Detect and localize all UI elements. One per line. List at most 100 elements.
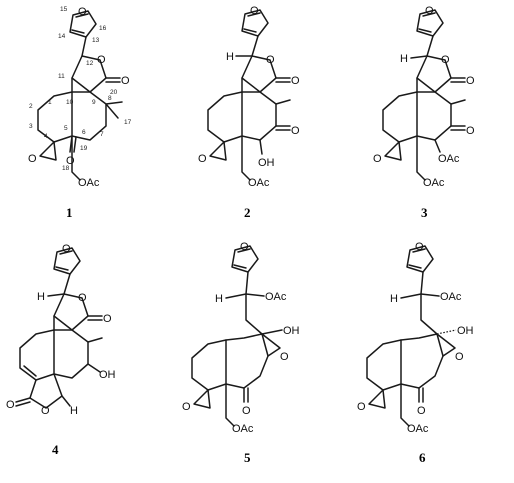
compound-label-3: 3 [421, 205, 428, 220]
bond [241, 135, 251, 181]
bond [225, 383, 235, 427]
ketone-oxygen-6: O [417, 405, 426, 417]
ring-a-5 [191, 339, 227, 391]
compound-label-4: 4 [52, 442, 59, 457]
lactone-ring-2 [241, 55, 277, 93]
bond [400, 383, 410, 427]
atom-number-13: 13 [92, 37, 100, 44]
furan-ring-5 [231, 245, 259, 273]
epoxide-oxygen-5b: O [182, 401, 191, 413]
oac-label-6b: OAc [407, 423, 429, 435]
gamma-lactone-4 [29, 373, 63, 409]
bond [261, 329, 283, 335]
atom-number-14: 14 [58, 33, 66, 40]
atom-number-9: 9 [92, 99, 96, 106]
epoxide-5b [193, 389, 211, 409]
lactone-oxygen-1: O [97, 54, 106, 66]
ring-a-2 [207, 91, 243, 143]
furan-oxygen-3: O [425, 5, 434, 17]
lactone-ring-1 [71, 55, 107, 93]
bond [225, 271, 249, 299]
furan-oxygen-5: O [240, 241, 249, 253]
atom-number-5: 5 [64, 125, 68, 132]
ketone-oxygen-1: O [66, 155, 75, 167]
atom-number-16: 16 [99, 25, 107, 32]
bond [416, 77, 466, 131]
ketone-oxygen-3: O [466, 125, 475, 137]
bond [69, 135, 77, 153]
oh-label-6: OH [457, 325, 474, 337]
lactone-oxygen-2: O [266, 54, 275, 66]
furan-ring-4 [53, 247, 81, 275]
bond [434, 139, 441, 153]
atom-number-7: 7 [100, 131, 104, 138]
bond [251, 35, 259, 57]
atom-number-11: 11 [58, 73, 65, 80]
oac-label-3a: OAc [438, 153, 460, 165]
carbonyl-oxygen-4: O [103, 313, 112, 325]
oh-label-4: OH [99, 369, 116, 381]
bond [418, 387, 424, 403]
epoxide-oxygen-5a: O [280, 351, 289, 363]
bond [63, 273, 71, 295]
compound-4: O O O H OH O O H 4 [6, 243, 116, 457]
bond [420, 293, 440, 297]
atom-number-8: 8 [108, 95, 112, 102]
ring-b-2 [241, 91, 277, 141]
ring-a-6 [366, 339, 402, 391]
furan-oxygen-2: O [250, 5, 259, 17]
atom-number-17: 17 [124, 119, 132, 126]
atom-number-2: 2 [29, 103, 33, 110]
atom-number-20: 20 [110, 89, 118, 96]
ring-a-4 [19, 329, 55, 381]
atom-number-6: 6 [82, 129, 86, 136]
bond [426, 35, 434, 57]
oac-label-5a: OAc [265, 291, 287, 303]
bond [275, 77, 291, 83]
atom-number-19: 19 [80, 145, 88, 152]
atom-number-3: 3 [29, 123, 33, 130]
bond [400, 271, 424, 299]
compound-2: O O O H O O OH OAc 2 [198, 5, 300, 220]
bond [87, 315, 103, 321]
epoxide-oxygen-6a: O [455, 351, 464, 363]
atom-number-4: 4 [44, 133, 48, 140]
furan-ring-6 [406, 245, 434, 273]
oh-label-2: OH [258, 157, 275, 169]
oac-label-3b: OAc [423, 177, 445, 189]
bond [105, 101, 123, 119]
h-label-2: H [226, 51, 234, 63]
epoxide-oxygen-6b: O [357, 401, 366, 413]
compound-label-1: 1 [66, 205, 73, 220]
h-label-6: H [390, 293, 398, 305]
lactone2-oxygen-4b: O [41, 405, 50, 417]
bond [47, 293, 65, 297]
ring-b-5 [225, 333, 269, 389]
lactone2-oxygen-4a: O [6, 399, 15, 411]
furan-oxygen-4: O [62, 243, 71, 255]
compound-label-2: 2 [244, 205, 251, 220]
bond [410, 55, 428, 59]
furan-ring-3 [416, 9, 444, 37]
furan-oxygen-6: O [415, 241, 424, 253]
h-label-4b: H [70, 405, 78, 417]
bond [61, 395, 71, 407]
atom-number-18: 18 [62, 165, 70, 172]
lactone-oxygen-3: O [441, 54, 450, 66]
ring-b-3 [416, 91, 452, 141]
oac-label-1: OAc [78, 177, 100, 189]
bond [436, 329, 457, 335]
furan-ring-2 [241, 9, 269, 37]
bond [245, 293, 265, 297]
bond [71, 135, 81, 181]
carbonyl-oxygen-2: O [291, 75, 300, 87]
epoxide-2 [209, 141, 227, 161]
compound-1: O 15 16 14 13 O O 12 11 20 1 2 3 10 9 8 … [28, 6, 132, 220]
furan-ring-1 [69, 10, 97, 38]
ring-b-6 [400, 333, 444, 389]
atom-number-15: 15 [60, 6, 68, 13]
bond [416, 135, 426, 181]
bond [15, 397, 31, 407]
epoxide-oxygen-1: O [28, 153, 37, 165]
